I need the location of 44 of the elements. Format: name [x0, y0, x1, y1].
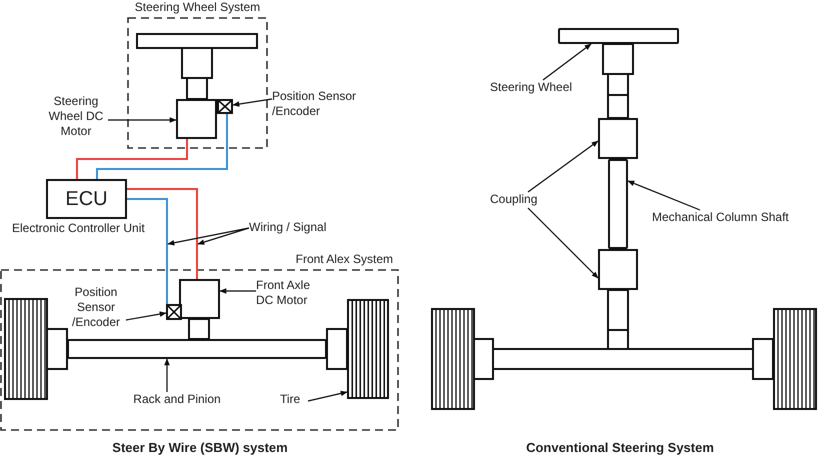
box-label: ECU	[64, 188, 109, 211]
group-title: Front Alex System	[296, 252, 393, 267]
callout-label: Steering Wheel	[490, 80, 585, 96]
wire	[127, 198, 168, 304]
shaft-bar	[558, 28, 679, 44]
system-boundary	[127, 0, 268, 150]
leader-line	[308, 390, 348, 402]
coupling-box	[598, 249, 638, 290]
wire	[76, 139, 188, 179]
leader-line	[108, 117, 177, 123]
caption-text: Electronic Controller Unit	[12, 221, 145, 236]
leader-line	[164, 358, 170, 392]
leader-line	[232, 98, 272, 107]
group-title: Steering Wheel System	[134, 0, 262, 15]
motor-box	[176, 99, 217, 139]
callout-label: Position Sensor /Encoder	[272, 89, 364, 121]
callout-label: Mechanical Column Shaft	[652, 210, 812, 226]
leader-line	[126, 311, 167, 321]
system-boundary	[0, 252, 399, 432]
motor-box	[179, 279, 220, 319]
shaft-bar	[608, 159, 628, 249]
callout-label: Wiring / Signal	[249, 220, 344, 236]
callout-label: Steering Wheel DC Motor	[44, 94, 108, 142]
callout-label: Front Axle DC Motor	[256, 278, 326, 310]
caption-text: Steer By Wire (SBW) system	[111, 440, 289, 455]
shaft-bar	[67, 339, 327, 359]
leader-line	[528, 140, 599, 192]
callout-label: Coupling	[490, 192, 550, 208]
encoder-symbol	[217, 99, 233, 114]
leader-line	[528, 208, 598, 278]
tire-drawing	[347, 299, 389, 399]
leader-line	[542, 44, 592, 80]
wire	[96, 114, 228, 179]
wire	[127, 188, 198, 279]
leader-line	[627, 180, 700, 211]
caption-text: Conventional Steering System	[525, 440, 715, 455]
callout-label: Tire	[280, 392, 308, 408]
leader-line	[167, 227, 250, 246]
callout-label: Rack and Pinion	[122, 392, 232, 408]
leader-line	[197, 227, 250, 245]
encoder-symbol	[166, 304, 182, 320]
coupling-box	[598, 118, 638, 159]
leader-line	[219, 288, 256, 294]
callout-label: Position Sensor /Encoder	[66, 285, 126, 333]
